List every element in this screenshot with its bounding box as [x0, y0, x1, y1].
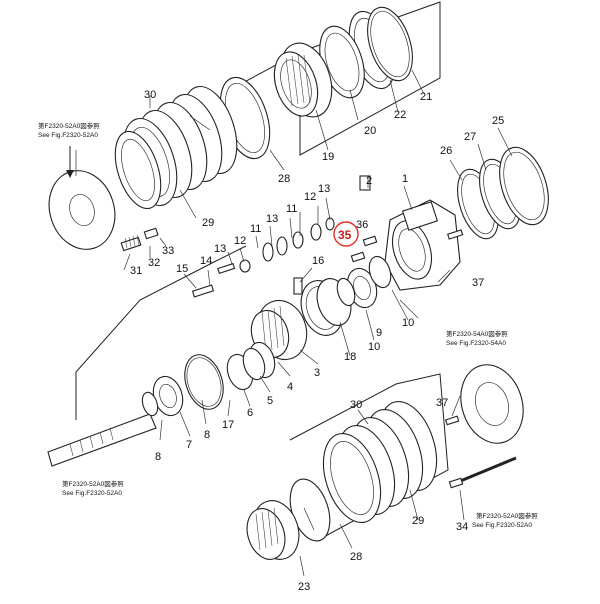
label-30-bottom: 30	[350, 399, 362, 411]
label-13-right: 13	[318, 183, 330, 195]
ring-10	[336, 277, 356, 307]
label-11-left: 11	[250, 223, 261, 235]
label-37-top: 37	[472, 277, 484, 289]
label-15: 15	[176, 263, 188, 275]
bearing-23	[246, 500, 300, 560]
long-pin-34	[444, 415, 517, 489]
shaft-assembly	[47, 375, 184, 467]
label-37-bottom: 37	[436, 397, 448, 409]
label-33: 33	[162, 245, 174, 257]
label-34: 34	[456, 521, 468, 533]
label-29-bottom: 29	[412, 515, 424, 527]
label-16: 16	[312, 255, 324, 267]
ref-bottom-right-en: See Fig.F2320-52A0	[472, 522, 532, 529]
label-6: 6	[247, 407, 253, 419]
label-17: 17	[222, 419, 234, 431]
label-8-right: 8	[204, 429, 210, 441]
label-25: 25	[492, 115, 504, 127]
reference-bottom-left: 第F2320-52A0図参照 See Fig.F2320-52A0	[62, 479, 124, 497]
piston-plate-right	[460, 364, 524, 444]
reference-arrow	[66, 146, 74, 178]
label-28-top: 28	[278, 173, 290, 185]
pin-37-top	[447, 229, 464, 240]
label-32: 32	[148, 257, 160, 269]
label-7: 7	[186, 439, 192, 451]
label-9: 9	[376, 327, 382, 339]
label-27: 27	[464, 131, 476, 143]
ref-top-left-jp: 第F2320-52A0図参照	[38, 121, 100, 130]
bearing-19	[273, 42, 333, 118]
label-12-right: 12	[304, 191, 316, 203]
highlight-circle	[333, 221, 359, 247]
spring-31	[120, 234, 142, 252]
clutch-pack-bottom	[322, 400, 438, 524]
label-5: 5	[267, 395, 273, 407]
label-10-upper: 10	[402, 317, 414, 329]
label-10-lower: 10	[368, 341, 380, 353]
ref-top-left-en: See Fig.F2320-52A0	[38, 132, 98, 139]
label-4: 4	[287, 381, 293, 393]
label-13-mid: 13	[266, 213, 278, 225]
label-29-top: 29	[202, 217, 214, 229]
label-2: 2	[366, 175, 372, 187]
part-labels: 1 2 3 4 5 6 7 8 8 9 10 10 11 11 12 12 13…	[130, 89, 504, 593]
label-31: 31	[130, 265, 142, 277]
label-30-top: 30	[144, 89, 156, 101]
spring-33	[143, 227, 159, 240]
reference-top-left: 第F2320-52A0図参照 See Fig.F2320-52A0	[38, 121, 100, 139]
snap-ring-21	[367, 6, 413, 82]
pinion-shafts	[262, 175, 378, 295]
label-23: 23	[298, 581, 310, 593]
label-12-left: 12	[234, 235, 246, 247]
ring-25	[499, 146, 549, 226]
snap-ring-17	[184, 354, 224, 410]
reference-right-mid: 第F2320-54A0図参照 See Fig.F2320-54A0	[446, 329, 508, 347]
label-18: 18	[344, 351, 356, 363]
label-8-left: 8	[155, 451, 161, 463]
reference-bottom-right: 第F2320-52A0図参照 See Fig.F2320-52A0	[472, 511, 538, 529]
housing-1	[384, 199, 461, 291]
ring-4-5	[242, 341, 276, 381]
highlighted-part-35[interactable]: 35	[333, 221, 359, 247]
label-26: 26	[440, 145, 452, 157]
label-20: 20	[364, 125, 376, 137]
label-22: 22	[394, 109, 406, 121]
label-28-bottom: 28	[350, 551, 362, 563]
label-3: 3	[314, 367, 320, 379]
ref-bottom-right-jp: 第F2320-52A0図参照	[476, 511, 538, 520]
label-1: 1	[402, 173, 408, 185]
label-19: 19	[322, 151, 334, 163]
ref-right-mid-jp: 第F2320-54A0図参照	[446, 329, 508, 338]
leader-lines	[75, 69, 513, 577]
ref-bottom-left-en: See Fig.F2320-52A0	[62, 490, 122, 497]
label-21: 21	[420, 91, 432, 103]
label-13-left: 13	[214, 243, 226, 255]
label-36: 36	[356, 219, 368, 231]
label-14: 14	[200, 255, 212, 267]
gear-18	[300, 278, 352, 336]
piston-plate-left	[48, 170, 116, 250]
label-11-right: 11	[286, 203, 297, 215]
pins-14-15	[191, 259, 251, 298]
ref-right-mid-en: See Fig.F2320-54A0	[446, 340, 506, 347]
ref-bottom-left-jp: 第F2320-52A0図参照	[62, 479, 124, 488]
label-35: 35	[338, 228, 352, 242]
